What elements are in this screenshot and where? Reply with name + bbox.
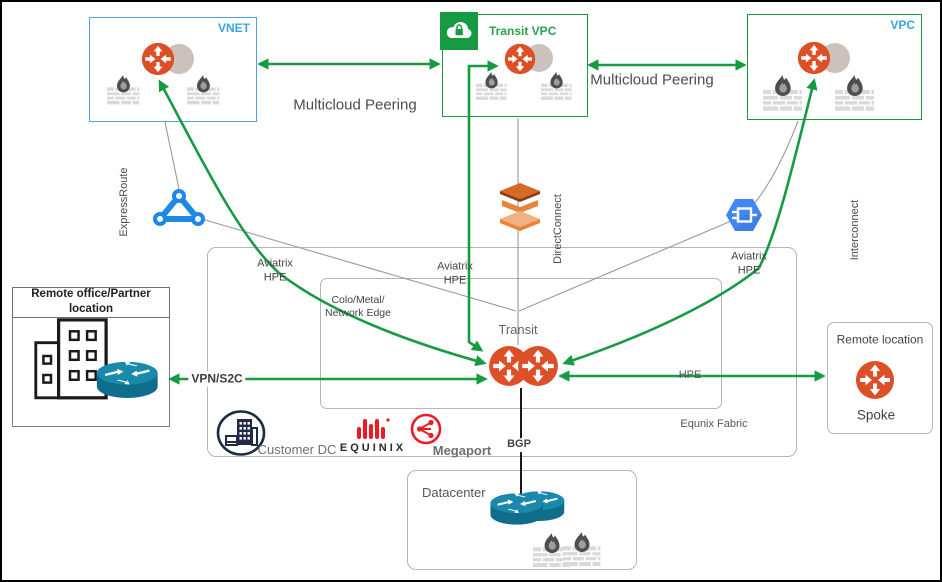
equinix-logo-mark (357, 418, 390, 439)
transit-vpc-box: Transit VPC (442, 14, 588, 117)
arrow-center-to-transit (467, 202, 484, 352)
aviatrix-hpe-left-label: Aviatrix HPE (257, 257, 293, 283)
customer-dc-label: Customer DC (257, 441, 337, 457)
aviatrix-spoke-gateway-icon (856, 361, 894, 399)
remote-location-box (827, 322, 933, 434)
line-expressroute-transit (194, 216, 517, 312)
arrow-hpe-left-to-vnet (158, 79, 280, 274)
vpc-box: VPC (747, 14, 922, 120)
multicloud-peering-right-label: Multicloud Peering (590, 71, 714, 89)
transit-vpc-label: Transit VPC (489, 24, 557, 38)
arrow-hpe-right-to-vpc (757, 78, 818, 269)
spoke-label: Spoke (856, 407, 896, 423)
megaport-logo-mark (410, 413, 442, 445)
remote-office-label: Remote office/Partner location (31, 288, 151, 315)
line-vnet-expressroute (164, 121, 180, 190)
vpn-s2c-label: VPN/S2C (188, 371, 246, 387)
equinix-fabric-box (207, 247, 797, 457)
multicloud-peering-left-label: Multicloud Peering (293, 96, 417, 114)
gray-connectors (164, 118, 799, 345)
transit-label: Transit (498, 321, 538, 337)
firewall-icon (106, 74, 141, 106)
bgp-label: BGP (505, 438, 533, 452)
vnet-label: VNET (217, 21, 250, 35)
firewall-icon (562, 531, 602, 567)
megaport-label: Megaport (432, 442, 492, 458)
aviatrix-hpe-center-label: Aviatrix HPE (437, 260, 473, 286)
firewall-icon (540, 71, 573, 101)
firewall-icon (186, 74, 221, 106)
expressroute-label: ExpressRoute (118, 167, 130, 237)
aviatrix-transit-gateway-right (518, 346, 558, 386)
interconnect-icon (724, 197, 764, 233)
directconnect-icon (500, 183, 540, 231)
interconnect-label: Interconnect (849, 199, 861, 261)
transit-vpc-header (440, 12, 478, 50)
equinix-fabric-label: Equnix Fabric (680, 418, 748, 431)
aviatrix-gateway-icon-vnet (141, 42, 175, 76)
directconnect-label: DirectConnect (552, 194, 564, 264)
vnet-box: VNET (89, 17, 257, 122)
colo-network-edge-label: Colo/Metal/ Network Edge (325, 293, 391, 319)
aviatrix-hpe-right-label: Aviatrix HPE (731, 250, 767, 276)
vpc-label: VPC (890, 18, 915, 32)
arrow-hpe-right-to-transit (562, 266, 760, 366)
remote-office-header (12, 287, 170, 318)
arrow-hpe-left-to-transit (278, 271, 487, 367)
green-arrows (158, 58, 826, 385)
arrow-center-to-transitvpc (467, 60, 499, 202)
firewall-icon (834, 74, 875, 112)
buildings-icon (34, 318, 108, 400)
router-icon-datacenter-front (490, 493, 543, 525)
firewall-icon (762, 74, 803, 112)
hpe-label: HPE (678, 369, 702, 382)
aviatrix-gateway-icon-vpc (797, 41, 831, 75)
aviatrix-gateway-icon-transit-vpc (504, 43, 536, 75)
line-vpc-interconnect (745, 120, 799, 214)
firewall-icon (475, 71, 508, 101)
router-icon-remote-office (96, 361, 158, 398)
expressroute-icon (155, 191, 203, 224)
line-interconnect-transit (518, 215, 744, 312)
equinix-label: EQUINIX (339, 442, 407, 455)
cloud-lock-icon (446, 22, 472, 38)
datacenter-label: Datacenter (422, 485, 486, 500)
remote-location-label: Remote location (836, 332, 924, 347)
